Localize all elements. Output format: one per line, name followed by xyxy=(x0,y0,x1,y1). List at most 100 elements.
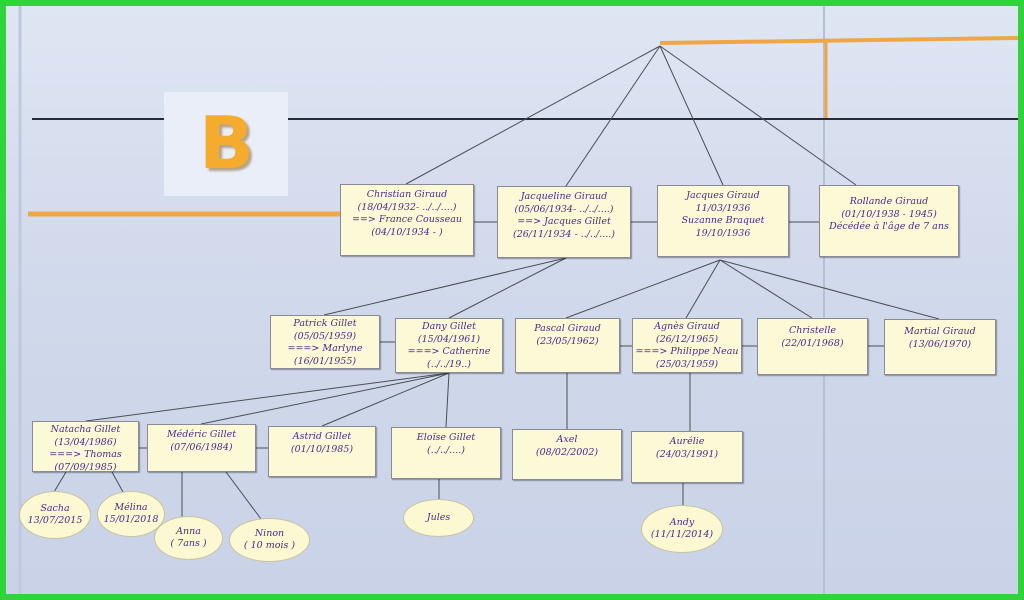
person-dates: (07/06/1984) xyxy=(170,441,233,453)
tree-connector-line xyxy=(685,259,721,319)
person-dates: (08/02/2002) xyxy=(535,446,599,458)
spouse-dates: (16/01/1955) xyxy=(293,355,357,367)
tree-connector-line xyxy=(659,45,857,186)
person-dates: (01/10/1938 - 1945) xyxy=(841,208,937,220)
tree-connector-line xyxy=(323,257,567,316)
spouse-name: ==> Jacques Gillet xyxy=(517,216,611,227)
person-dates: (13/04/1986) xyxy=(54,436,117,448)
person-name: Jules xyxy=(426,512,451,523)
person-name: Patrick Gillet xyxy=(293,318,357,329)
person-dates: (18/04/1932- ../../....) xyxy=(357,201,457,213)
person-name: Astrid Gillet xyxy=(292,431,352,442)
tree-connector-line xyxy=(321,372,450,427)
branch-letter: B xyxy=(199,101,254,185)
spouse-name: ==> France Cousseau xyxy=(351,214,463,225)
person-dates: ( 10 mois ) xyxy=(243,540,296,551)
person-dates: 11/03/1936 xyxy=(695,202,751,214)
person-dates: 13/07/2015 xyxy=(27,515,83,526)
tree-connector-line xyxy=(719,259,940,320)
person-axel: Axel (08/02/2002) xyxy=(512,429,622,480)
person-jacqueline-giraud: Jacqueline Giraud (05/06/1934- ../../...… xyxy=(497,186,631,258)
person-dates: 15/01/2018 xyxy=(103,514,159,525)
person-melina: Mélina 15/01/2018 xyxy=(97,491,165,537)
person-dates: (26/12/1965) xyxy=(655,333,719,345)
person-name: Sacha xyxy=(40,503,70,514)
family-tree-sheet: B Christian Giraud (18/04/1932- ../../..… xyxy=(6,6,1018,594)
person-sacha: Sacha 13/07/2015 xyxy=(19,491,91,539)
person-mederic-gillet: Médéric Gillet (07/06/1984) xyxy=(147,424,256,472)
tree-connector-line xyxy=(85,372,450,422)
person-dates: (05/06/1934- ../../....) xyxy=(514,203,614,215)
person-natacha-gillet: Natacha Gillet (13/04/1986) ===> Thomas … xyxy=(32,421,139,473)
spouse-dates: (26/11/1934 - ../../....) xyxy=(513,228,615,240)
person-dates: (22/01/1968) xyxy=(781,337,844,349)
person-name: Jacques Giraud xyxy=(686,190,760,201)
person-name: Agnès Giraud xyxy=(654,321,720,332)
person-name: Mélina xyxy=(114,502,148,513)
person-name: Aurélie xyxy=(669,436,705,447)
person-astrid-gillet: Astrid Gillet (01/10/1985) xyxy=(268,426,376,477)
person-dates: (../../....) xyxy=(427,444,465,456)
person-jacques-giraud: Jacques Giraud 11/03/1936 Suzanne Braque… xyxy=(657,185,789,257)
person-dates: (01/10/1985) xyxy=(290,443,354,455)
person-dates: ( 7ans ) xyxy=(170,538,207,549)
spouse-name: ===> Marlyne xyxy=(287,343,363,354)
tree-connector-line xyxy=(200,372,450,425)
person-andy: Andy (11/11/2014) xyxy=(641,505,723,553)
tree-connector-line xyxy=(53,471,67,493)
person-agnes-giraud: Agnès Giraud (26/12/1965) ===> Philippe … xyxy=(632,318,742,373)
spouse-name: Suzanne Braquet xyxy=(681,215,765,226)
spouse-dates: (07/09/1985) xyxy=(54,461,117,473)
person-name: Médéric Gillet xyxy=(166,429,237,440)
letter-panel xyxy=(164,92,288,196)
person-ninon: Ninon ( 10 mois ) xyxy=(229,518,310,562)
person-christian-giraud: Christian Giraud (18/04/1932- ../../....… xyxy=(340,184,474,256)
spouse-dates: (04/10/1934 - ) xyxy=(371,226,443,238)
orange-connector-top xyxy=(659,36,1018,45)
person-patrick-gillet: Patrick Gillet (05/05/1959) ===> Marlyne… xyxy=(270,315,380,369)
tree-connector-line xyxy=(405,45,661,185)
person-eloise-gillet: Eloïse Gillet (../../....) xyxy=(391,427,501,479)
person-aurelie: Aurélie (24/03/1991) xyxy=(631,431,743,483)
tree-connector-line xyxy=(111,471,124,493)
person-name: Christian Giraud xyxy=(366,189,448,200)
person-rollande-giraud: Rollande Giraud (01/10/1938 - 1945) Décé… xyxy=(819,185,959,257)
spouse-name: ===> Thomas xyxy=(49,449,122,460)
person-pascal-giraud: Pascal Giraud (23/05/1962) xyxy=(515,318,620,373)
tree-connector-line xyxy=(448,257,567,319)
spouse-dates: (25/03/1959) xyxy=(655,358,719,370)
person-name: Natacha Gillet xyxy=(50,424,121,435)
person-dates: (05/05/1959) xyxy=(293,330,357,342)
person-jules: Jules xyxy=(403,499,474,537)
tree-connector-line xyxy=(659,45,724,186)
person-name: Anna xyxy=(176,526,201,537)
tree-connector-line xyxy=(719,259,813,319)
spouse-name: ===> Catherine xyxy=(407,346,491,357)
person-name: Dany Gillet xyxy=(422,321,476,332)
spouse-dates: 19/10/1936 xyxy=(695,227,751,239)
person-dates: (11/11/2014) xyxy=(650,529,714,540)
person-dates: (13/06/1970) xyxy=(908,338,972,350)
person-martial-giraud: Martial Giraud (13/06/1970) xyxy=(884,319,996,375)
spouse-dates: (../../19..) xyxy=(426,358,472,370)
person-name: Pascal Giraud xyxy=(534,323,601,334)
person-note: Décédée à l'âge de 7 ans xyxy=(829,221,949,232)
person-dates: (24/03/1991) xyxy=(655,448,719,460)
person-name: Rollande Giraud xyxy=(849,196,929,207)
person-anna: Anna ( 7ans ) xyxy=(154,516,223,560)
person-dates: (23/05/1962) xyxy=(536,335,599,347)
spouse-name: ===> Philippe Neau xyxy=(635,346,739,357)
person-name: Martial Giraud xyxy=(904,326,976,337)
person-christelle: Christelle (22/01/1968) xyxy=(757,318,868,375)
person-name: Eloïse Gillet xyxy=(416,432,476,443)
tree-connector-line xyxy=(565,259,721,319)
person-name: Jacqueline Giraud xyxy=(520,191,608,202)
tree-connector-line xyxy=(565,45,661,187)
tree-connector-line xyxy=(445,372,450,428)
person-name: Axel xyxy=(556,434,578,445)
person-name: Christelle xyxy=(789,325,836,336)
tree-connector-line xyxy=(225,471,262,520)
person-dany-gillet: Dany Gillet (15/04/1961) ===> Catherine … xyxy=(395,318,503,373)
person-name: Andy xyxy=(669,517,695,528)
person-dates: (15/04/1961) xyxy=(417,333,481,345)
